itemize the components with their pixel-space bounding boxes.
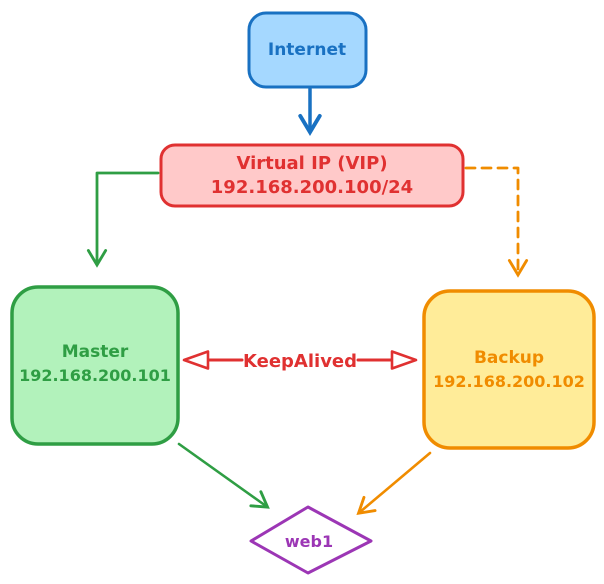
- arrow-backup-to-web1: [356, 451, 432, 516]
- internet-box: [247, 11, 368, 89]
- backup-ip: 192.168.200.102: [433, 372, 585, 391]
- keepalived-double-arrow: KeepAlived: [182, 350, 418, 372]
- keepalived-arrowhead-left-icon: [182, 350, 210, 370]
- web1-label: web1: [285, 532, 333, 551]
- arrow-vip-to-master: [86, 171, 160, 268]
- node-vip: Virtual IP (VIP) 192.168.200.100/24: [159, 143, 465, 208]
- arrow-master-to-web1: [177, 442, 270, 509]
- node-master: Master 192.168.200.101: [10, 285, 180, 446]
- vip-ip: 192.168.200.100/24: [211, 177, 413, 198]
- web1-diamond: [249, 505, 373, 575]
- vip-box: [159, 143, 465, 208]
- master-box: [10, 285, 180, 446]
- master-label: Master: [62, 342, 129, 362]
- master-ip: 192.168.200.101: [19, 366, 171, 385]
- backup-label: Backup: [474, 348, 544, 368]
- node-backup: Backup 192.168.200.102: [422, 289, 596, 450]
- backup-box: [422, 289, 596, 450]
- node-internet: Internet: [247, 11, 368, 89]
- vip-label: Virtual IP (VIP): [236, 153, 387, 174]
- keepalived-label: KeepAlived: [243, 351, 357, 372]
- arrow-vip-to-backup-dashed: [464, 166, 529, 278]
- keepalived-arrowhead-right-icon: [390, 350, 418, 370]
- internet-label: Internet: [268, 40, 346, 60]
- node-web1: web1: [249, 505, 373, 575]
